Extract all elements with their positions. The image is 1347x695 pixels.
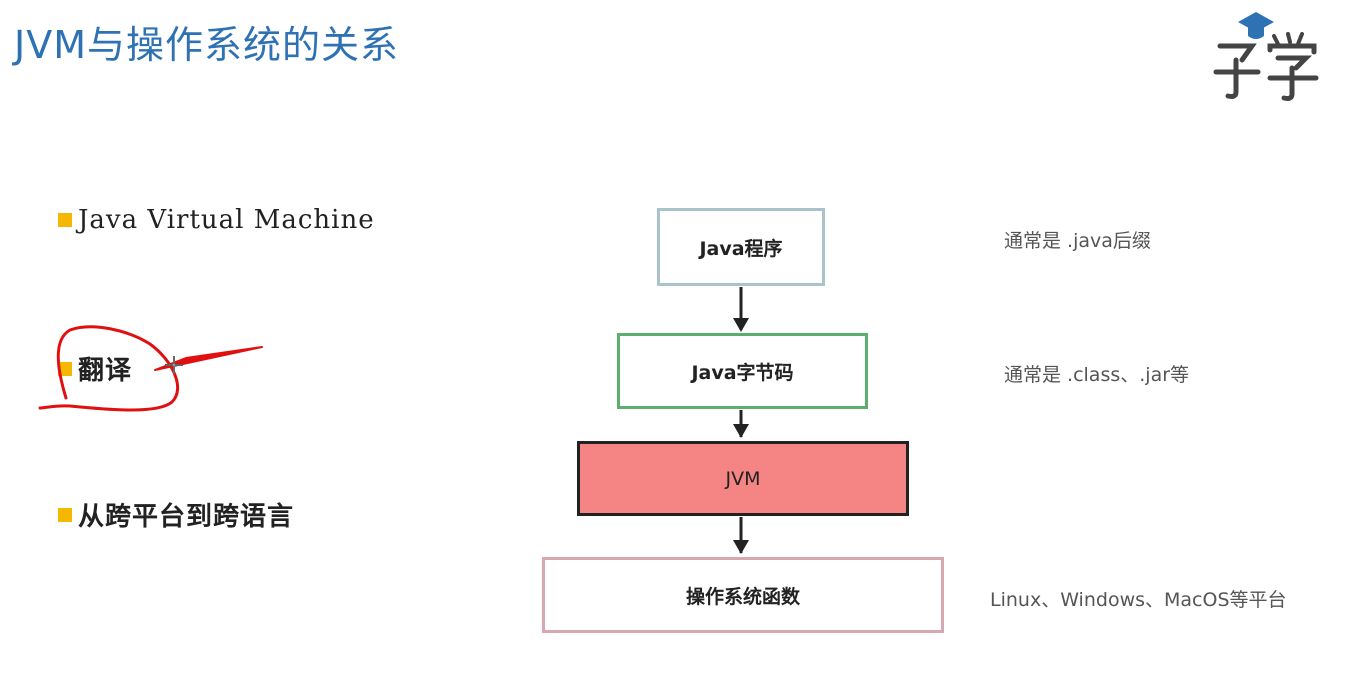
bullet-translate: 翻译	[58, 350, 132, 387]
os-functions-box: 操作系统函数	[542, 557, 944, 633]
cursor-icon	[165, 356, 183, 374]
os-functions-note: Linux、Windows、MacOS等平台	[990, 589, 1287, 611]
java-bytecode-note: 通常是 .class、.jar等	[1004, 364, 1190, 386]
java-program-note: 通常是 .java后缀	[1004, 230, 1151, 252]
bullet-label: Java Virtual Machine	[78, 205, 375, 235]
java-bytecode-box: Java字节码	[617, 333, 868, 409]
jvm-box: JVM	[577, 441, 909, 516]
bullet-label: 翻译	[78, 356, 133, 386]
bullet-label: 从跨平台到跨语言	[78, 502, 295, 532]
arrow-head-icon	[733, 424, 749, 438]
java-program-box: Java程序	[657, 208, 825, 286]
arrow-head-icon	[733, 318, 749, 332]
annotation-arrow-icon	[154, 346, 263, 371]
bullet-java-virtual-machine: Java Virtual Machine	[58, 205, 375, 235]
bullet-square-icon	[58, 361, 72, 376]
page-title: JVM与操作系统的关系	[14, 23, 399, 67]
bullet-square-icon	[58, 213, 72, 227]
arrow-head-icon	[733, 540, 749, 554]
bullet-square-icon	[58, 507, 72, 522]
bullet-cross-platform: 从跨平台到跨语言	[58, 496, 294, 533]
logo-icon	[1213, 12, 1319, 101]
